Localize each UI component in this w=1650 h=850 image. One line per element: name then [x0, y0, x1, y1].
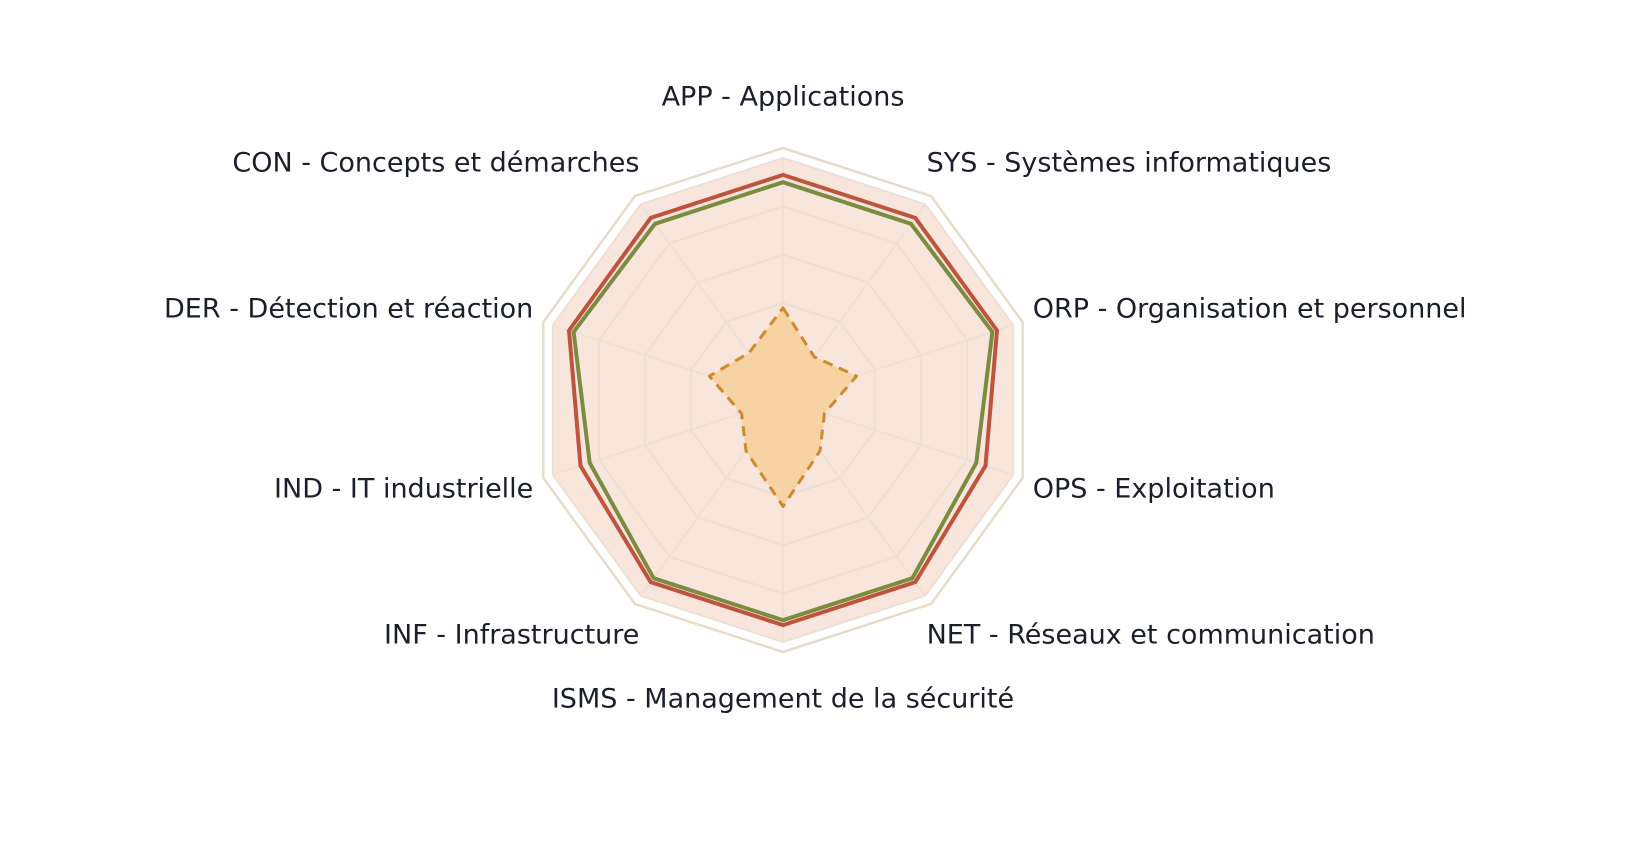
radar-outer-frame	[542, 146, 1024, 654]
axis-label: NET - Réseaux et communication	[927, 620, 1375, 651]
radar-series-1	[567, 172, 999, 628]
axis-label: DER - Détection et réaction	[164, 293, 533, 324]
axis-label: CON - Concepts et démarches	[232, 147, 639, 178]
radar-series-layer	[567, 172, 999, 628]
axis-label: ISMS - Management de la sécurité	[552, 684, 1014, 715]
axis-label: SYS - Systèmes informatiques	[927, 147, 1332, 178]
radar-series-3	[707, 306, 859, 508]
radar-series-2	[571, 180, 995, 623]
axis-label: INF - Infrastructure	[384, 620, 639, 651]
axis-label: OPS - Exploitation	[1033, 474, 1275, 505]
axis-label: APP - Applications	[662, 82, 905, 113]
axis-label: IND - IT industrielle	[274, 474, 533, 505]
axis-label: ORP - Organisation et personnel	[1033, 293, 1467, 324]
